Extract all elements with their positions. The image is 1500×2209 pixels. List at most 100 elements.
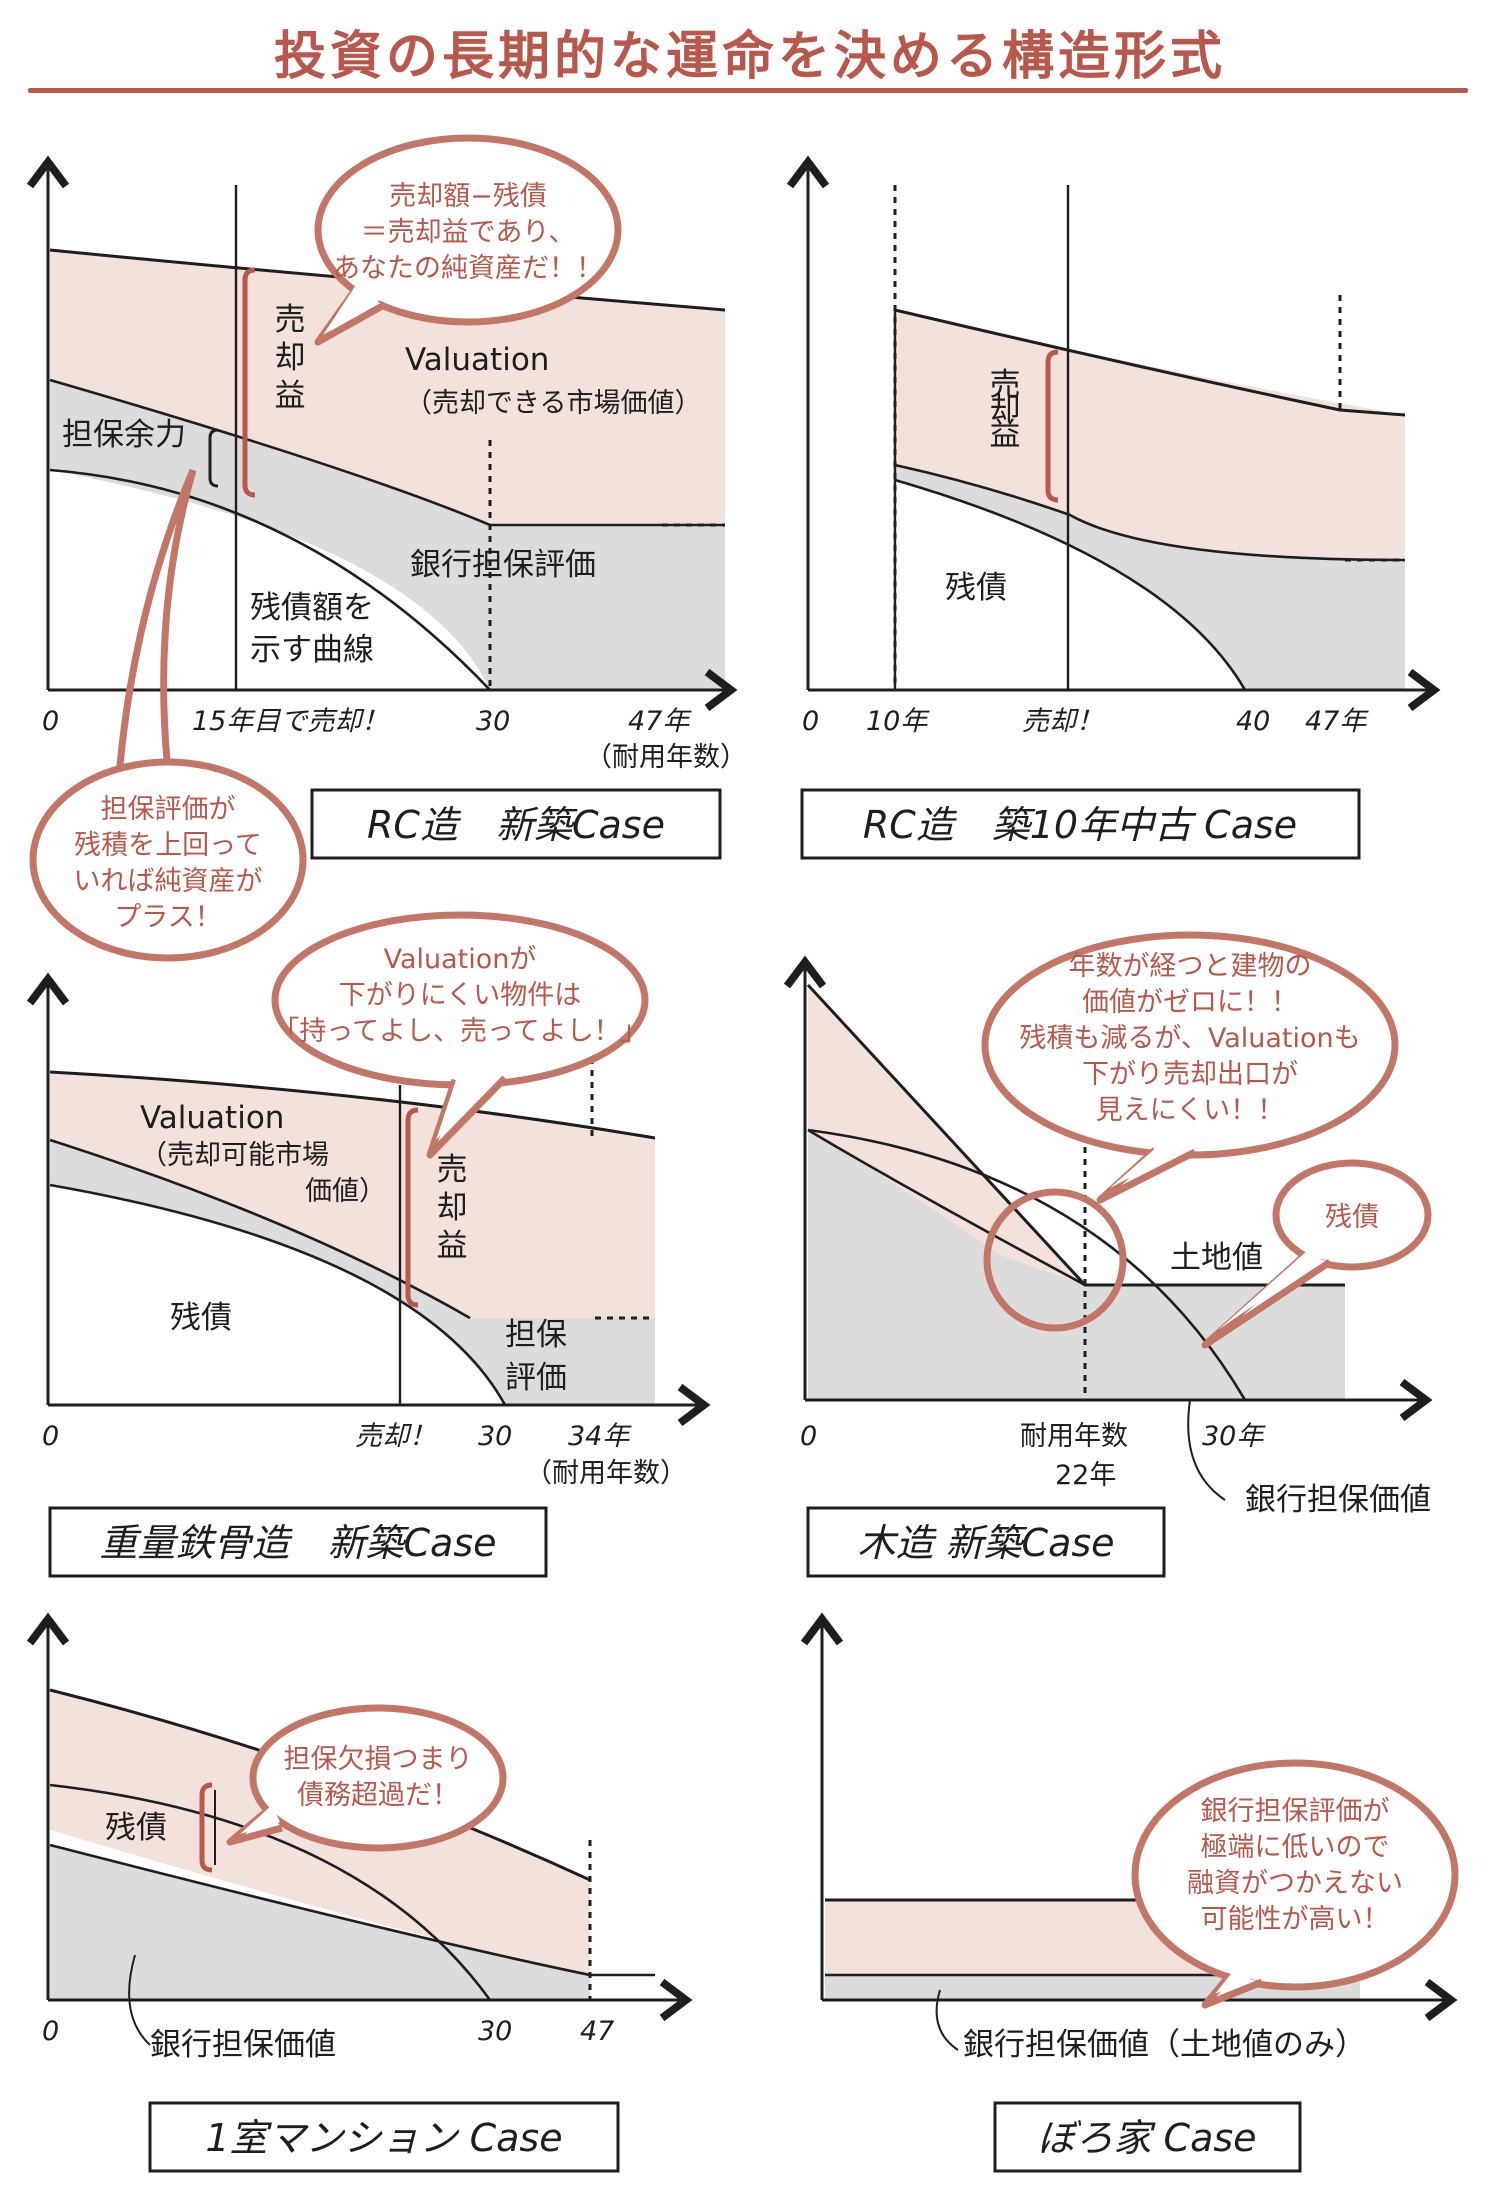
svg-text:却: 却 (990, 392, 1021, 428)
valuation-band (895, 310, 1405, 560)
case-label: 重量鉄骨造 新築Case (100, 1521, 497, 1565)
svg-text:0: 0 (800, 1421, 817, 1452)
svg-text:却: 却 (437, 1190, 468, 1226)
svg-text:売: 売 (437, 1152, 468, 1188)
debt-label: 残債 (945, 570, 1007, 606)
case-label-box (48, 1506, 548, 1578)
bank-eval-label-1: 担保 (505, 1317, 567, 1353)
sale-profit-label: 売 (275, 302, 306, 338)
debt-curve-label-2: 示す曲線 (250, 632, 374, 668)
x-tick-30: 30 (476, 706, 510, 737)
svg-text:売: 売 (990, 367, 1021, 403)
bank-value-label: 銀行担保価値 (1245, 1482, 1431, 1518)
speech-bubble-steel: Valuationが 下がりにくい物件は 「持ってよし、売ってよし！」 (271, 911, 649, 1159)
sold-label: 売却！ (355, 1421, 436, 1452)
svg-text:プラス！: プラス！ (114, 902, 221, 933)
svg-text:0: 0 (802, 706, 819, 737)
svg-text:残債: 残債 (1325, 1202, 1379, 1233)
speech-bubble-condo: 担保欠損つまり 債務超過だ！ (226, 1704, 507, 1852)
debt-curve (49, 468, 491, 691)
bank-eval-line (49, 378, 725, 527)
svg-text:＝売却益であり、: ＝売却益であり、 (361, 217, 576, 248)
svg-text:銀行担保評価が: 銀行担保評価が (1201, 1796, 1390, 1827)
bank-eval-band (808, 1130, 1345, 1400)
valuation-band (50, 250, 725, 525)
x-tick-0: 0 (42, 706, 59, 737)
svg-text:担保欠損つまり: 担保欠損つまり (284, 1744, 473, 1775)
bank-eval-band (50, 1845, 590, 2000)
svg-text:40: 40 (1236, 706, 1270, 737)
svg-text:価値）: 価値） (305, 1176, 386, 1207)
title-rule (28, 88, 1468, 93)
panel-old-house: 銀行担保価値（土地値のみ） 銀行担保評価が 極端に低いので 融資がつかえない 可… (822, 1625, 1459, 2173)
debt-label: 残債 (105, 1810, 167, 1846)
valuation-label: Valuation (405, 342, 549, 378)
svg-text:益: 益 (437, 1228, 468, 1264)
svg-text:30年: 30年 (1202, 1421, 1266, 1452)
life-label: 耐用年数 (1020, 1421, 1128, 1452)
svg-text:0: 0 (42, 1421, 59, 1452)
debt-label: 残債 (170, 1300, 232, 1336)
bank-eval-band (50, 380, 725, 690)
svg-text:いれば純資産が: いれば純資産が (74, 866, 263, 897)
svg-text:47: 47 (580, 2016, 614, 2047)
panel-condo: 残債 0 銀行担保価値 30 47 担保欠損つまり 債務超過だ！ 1室マンション… (42, 1625, 680, 2173)
svg-text:債務超過だ！: 債務超過だ！ (297, 1780, 459, 1811)
sold-label: 15年目で売却！ (192, 706, 388, 737)
life-label: （耐用年数） (585, 742, 747, 773)
svg-text:却: 却 (275, 340, 306, 376)
svg-text:融資がつかえない: 融資がつかえない (1187, 1868, 1403, 1899)
speech-bubble-margin: 担保評価が 残積を上回って いれば純資産が プラス！ (29, 468, 307, 962)
svg-text:22年: 22年 (1055, 1460, 1116, 1491)
page-title: 投資の長期的な運命を決める構造形式 (273, 26, 1226, 87)
svg-text:下がりにくい物件は: 下がりにくい物件は (339, 980, 581, 1011)
svg-text:0: 0 (42, 2016, 59, 2047)
svg-text:極端に低いので: 極端に低いので (1201, 1832, 1390, 1863)
svg-text:売却額−残債: 売却額−残債 (389, 181, 547, 212)
svg-text:30: 30 (478, 2016, 512, 2047)
case-label: ぼろ家 Case (1037, 2116, 1256, 2160)
panel-wood-new: 土地値 0 耐用年数 22年 30年 銀行担保価値 年数が経つと建物の 価値がゼ… (800, 931, 1432, 1578)
x-tick-47: 47年 (628, 706, 692, 737)
speech-bubble-debt: 残債 (1201, 1159, 1432, 1349)
svg-text:見えにくい！！: 見えにくい！！ (1096, 1095, 1284, 1126)
case-label-box (800, 788, 1361, 860)
svg-text:10年: 10年 (866, 706, 930, 737)
debt-curve-label-1: 残債額を (250, 590, 374, 626)
case-label-box (993, 2101, 1302, 2173)
svg-text:年数が経つと建物の: 年数が経つと建物の (1069, 951, 1312, 982)
speech-bubble-sale: 売却額−残債 ＝売却益であり、 あなたの純資産だ！！ (314, 134, 622, 346)
speech-bubble-old-house: 銀行担保評価が 極端に低いので 融資がつかえない 可能性が高い！ (1131, 1759, 1459, 2009)
valuation-band (50, 1072, 655, 1318)
case-label: 1室マンション Case (205, 2116, 562, 2160)
highlight-circle (983, 1188, 1127, 1332)
case-label: RC造 築10年中古 Case (863, 803, 1297, 847)
sold-label: 売却！ (1022, 706, 1103, 737)
svg-text:34年: 34年 (568, 1421, 632, 1452)
bank-value-label: 銀行担保価値 (150, 2027, 336, 2063)
svg-text:「持ってよし、売ってよし！」: 「持ってよし、売ってよし！」 (272, 1016, 647, 1047)
bank-eval-band (50, 1140, 655, 1405)
svg-text:30: 30 (478, 1421, 512, 1452)
case-label: RC造 新築Case (367, 803, 665, 847)
svg-text:残積を上回って: 残積を上回って (74, 830, 262, 861)
bank-eval-band (895, 465, 1405, 690)
svg-text:担保評価が: 担保評価が (101, 794, 236, 825)
panel-rc-used: 売 却 益 残債 0 10年 売却！ 40 47年 RC造 築10年中古 Cas… (800, 168, 1428, 860)
svg-text:あなたの純資産だ！！: あなたの純資産だ！！ (333, 253, 603, 284)
speech-bubble-wood: 年数が経つと建物の 価値がゼロに！！ 残積も減るが、Valuationも 下がり… (981, 931, 1399, 1204)
bank-value-label: 銀行担保価値（土地値のみ） (963, 2027, 1366, 2063)
svg-text:価値がゼロに！！: 価値がゼロに！！ (1082, 987, 1298, 1018)
case-label: 木造 新築Case (857, 1521, 1114, 1565)
svg-text:（耐用年数）: （耐用年数） (525, 1458, 687, 1489)
svg-text:残積も減るが、Valuationも: 残積も減るが、Valuationも (1019, 1023, 1360, 1054)
valuation-sub-label: （売却できる市場価値） (405, 388, 701, 419)
svg-text:Valuationが: Valuationが (384, 944, 537, 975)
svg-text:益: 益 (275, 378, 306, 414)
panel-steel-new: 売 却 益 Valuation （売却可能市場 価値） 残債 担保 評価 0 売… (42, 911, 698, 1578)
bank-eval-label: 銀行担保評価 (410, 547, 596, 583)
svg-text:益: 益 (990, 417, 1021, 453)
case-label-box (310, 788, 722, 860)
bank-eval-label-2: 評価 (505, 1360, 567, 1396)
svg-text:下がり売却出口が: 下がり売却出口が (1082, 1059, 1298, 1090)
